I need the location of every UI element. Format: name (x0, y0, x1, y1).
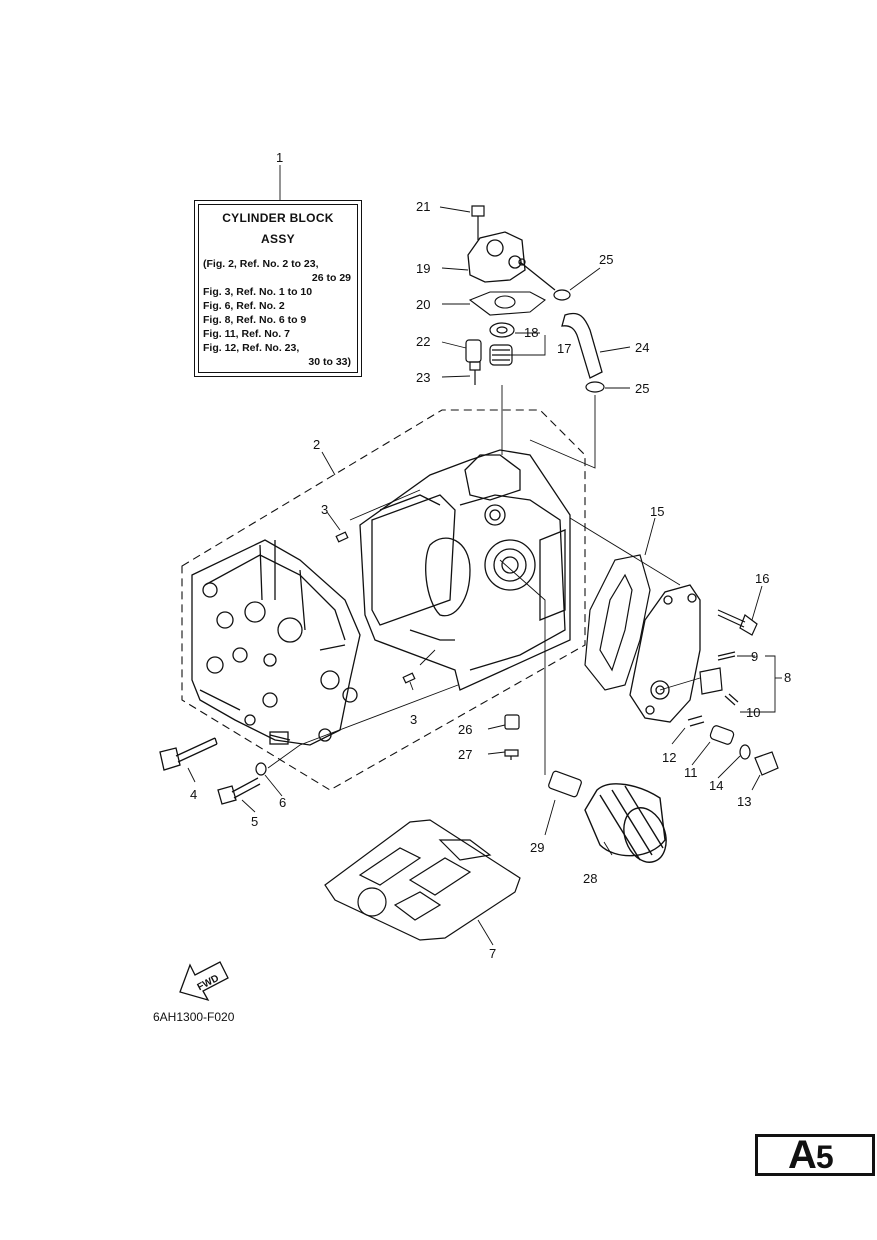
bolt-5 (217, 777, 261, 805)
cylinder-block (359, 449, 571, 691)
assy-title-line2: ASSY (261, 232, 295, 246)
callout-7: 7 (489, 946, 496, 961)
callout-5: 5 (251, 814, 258, 829)
callout-14: 14 (709, 778, 723, 793)
bolt-4 (159, 737, 218, 771)
assembly-reference-box: CYLINDER BLOCK ASSY (Fig. 2, Ref. No. 2 … (194, 200, 362, 377)
callout-12: 12 (662, 750, 676, 765)
drain-plug-13 (754, 751, 779, 776)
callout-17: 17 (557, 341, 571, 356)
exhaust-cover (629, 584, 701, 723)
assy-ref-line: 26 to 29 (311, 272, 351, 284)
callout-16: 16 (755, 571, 769, 586)
assy-ref-line: Fig. 6, Ref. No. 2 (203, 300, 285, 312)
exhaust-cover-gasket (584, 554, 651, 691)
assy-ref-line: Fig. 11, Ref. No. 7 (203, 328, 290, 340)
callout-3a: 3 (321, 502, 328, 517)
callout-23: 23 (416, 370, 430, 385)
callout-10: 10 (746, 705, 760, 720)
page-badge-number: 5 (815, 1139, 834, 1175)
callout-3b: 3 (410, 712, 417, 727)
callout-28: 28 (583, 871, 597, 886)
callout-8: 8 (784, 670, 791, 685)
callout-2: 2 (313, 437, 320, 452)
leader-lines (187, 165, 782, 946)
crankcase-half (191, 539, 361, 746)
thermostat-cover (467, 231, 556, 291)
callout-9: 9 (751, 649, 758, 664)
callout-4: 4 (190, 787, 197, 802)
spacer-11 (709, 725, 735, 745)
bolt-9 (717, 651, 736, 661)
callout-29: 29 (530, 840, 544, 855)
anode-cover-8 (699, 667, 723, 695)
assy-ref-line: Fig. 8, Ref. No. 6 to 9 (203, 314, 307, 326)
callout-20: 20 (416, 297, 430, 312)
assy-title-line1: CYLINDER BLOCK (222, 211, 334, 225)
screw-27 (504, 749, 519, 760)
seal-18 (489, 322, 515, 338)
assy-ref-line: 30 to 33) (308, 356, 351, 368)
callout-13: 13 (737, 794, 751, 809)
collar-22 (465, 339, 482, 363)
callout-15: 15 (650, 504, 664, 519)
assy-ref-line: Fig. 3, Ref. No. 1 to 10 (203, 286, 313, 298)
callout-6: 6 (279, 795, 286, 810)
bracket-26 (504, 714, 520, 730)
callout-19: 19 (416, 261, 430, 276)
callout-22: 22 (416, 334, 430, 349)
oil-filter-union-29 (548, 770, 582, 798)
page-badge-letter: A (788, 1133, 817, 1177)
callout-26: 26 (458, 722, 472, 737)
fwd-arrow-icon (179, 961, 229, 1002)
assy-ref-line: Fig. 12, Ref. No. 23, (203, 342, 300, 354)
page-badge: A5 (755, 1133, 875, 1177)
callout-11: 11 (684, 765, 698, 780)
bolt-10 (724, 693, 739, 706)
bolt-23 (469, 361, 481, 385)
callout-21: 21 (416, 199, 430, 214)
bolt-16 (717, 609, 758, 636)
assembly-dashed-outline (181, 409, 586, 791)
callout-1: 1 (276, 150, 283, 165)
dowel-pin-3a (335, 531, 349, 543)
hose-24 (561, 312, 603, 379)
clip-25a (553, 289, 571, 301)
clip-25b (585, 381, 605, 393)
gasket-20 (468, 291, 546, 316)
dowel-pin-3b (402, 672, 416, 684)
fwd-label: FWD (196, 973, 221, 993)
callout-25b: 25 (635, 381, 649, 396)
callout-25a: 25 (599, 252, 613, 267)
callout-labels: 1 2 3 3 4 5 6 7 8 9 10 11 12 13 14 15 16… (190, 150, 791, 961)
bolt-21 (471, 205, 485, 240)
washer-6 (255, 762, 267, 776)
assy-ref-line: (Fig. 2, Ref. No. 2 to 23, (203, 258, 319, 270)
o-ring-14 (739, 744, 751, 760)
oil-pan-gasket-7 (324, 819, 521, 941)
callout-18: 18 (524, 325, 538, 340)
callout-24: 24 (635, 340, 649, 355)
plug-12 (687, 715, 705, 727)
figure-part-code: 6AH1300-F020 (153, 1010, 235, 1024)
oil-filter-28 (584, 783, 667, 863)
callout-27: 27 (458, 747, 472, 762)
